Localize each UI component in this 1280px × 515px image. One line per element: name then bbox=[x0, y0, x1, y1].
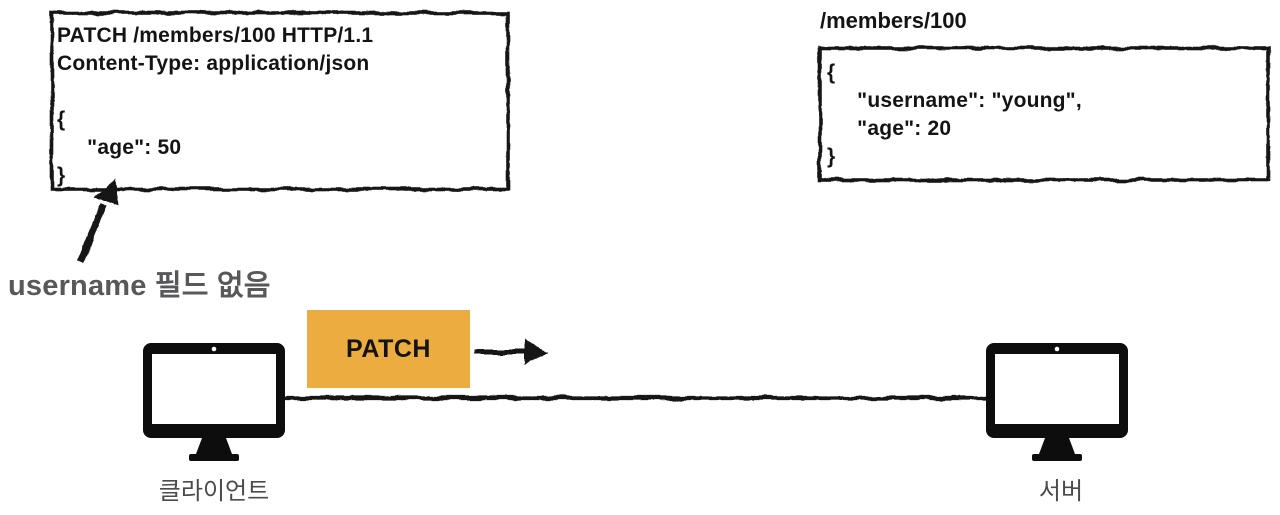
request-line: } bbox=[57, 164, 66, 187]
client-monitor-icon bbox=[143, 343, 285, 461]
annotation-arrow bbox=[77, 178, 119, 264]
annotation-arrow-head bbox=[94, 178, 119, 206]
resource-line: "age": 20 bbox=[827, 117, 952, 140]
request-box: PATCH /members/100 HTTP/1.1 Content-Type… bbox=[57, 22, 373, 190]
annotation-arrow-shaft bbox=[77, 203, 107, 264]
server-label: 서버 bbox=[1038, 478, 1084, 505]
resource-box: { "username": "young", "age": 20 } bbox=[827, 59, 1082, 171]
server-monitor-icon bbox=[986, 343, 1128, 461]
request-line: Content-Type: application/json bbox=[57, 52, 370, 75]
resource-line: { bbox=[827, 61, 836, 84]
resource-path-label: /members/100 bbox=[820, 8, 967, 33]
request-line bbox=[57, 78, 373, 106]
client-label: 클라이언트 bbox=[158, 478, 270, 505]
annotation-text: username 필드 없음 bbox=[8, 270, 271, 302]
request-line: "age": 50 bbox=[57, 136, 182, 159]
resource-line: } bbox=[827, 145, 836, 168]
patch-arrow-head bbox=[524, 339, 548, 365]
response-box-border bbox=[818, 46, 1270, 182]
request-box-border bbox=[50, 11, 510, 191]
patch-method-badge: PATCH bbox=[307, 310, 470, 388]
request-line: { bbox=[57, 108, 66, 131]
resource-line: "username": "young", bbox=[827, 89, 1082, 112]
patch-arrow bbox=[474, 339, 548, 365]
request-line: PATCH /members/100 HTTP/1.1 bbox=[57, 24, 374, 47]
